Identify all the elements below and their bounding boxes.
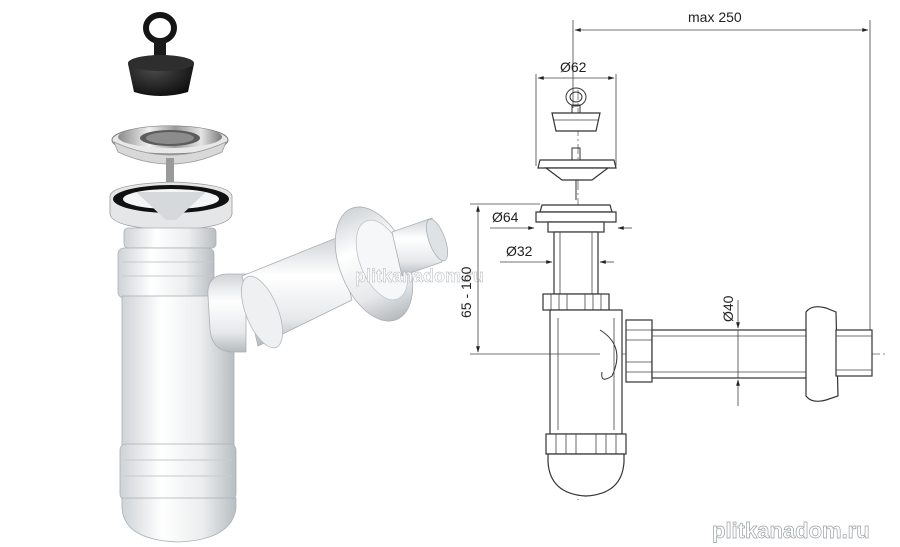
dim-outlet-diameter: Ø40 xyxy=(720,295,740,406)
drawing-upper-nut xyxy=(542,293,610,311)
outlet-pipe xyxy=(207,206,449,353)
bottom-watermark: plitkanadom.ru xyxy=(712,518,870,543)
drawing-lower-cap xyxy=(545,433,627,497)
gasket-flange xyxy=(109,181,233,231)
drawing-flange xyxy=(535,204,617,233)
center-watermark: plitkanadom.ru xyxy=(355,266,484,286)
dim-max-length: max 250 xyxy=(572,9,871,330)
dim-height-range: 65 - 160 xyxy=(458,203,600,355)
label-max-length: max 250 xyxy=(688,9,742,25)
label-tailpiece-diameter: Ø32 xyxy=(506,243,533,259)
rubber-stopper xyxy=(128,12,194,96)
dim-flange-diameter: Ø64 xyxy=(490,209,632,230)
label-flange-diameter: Ø64 xyxy=(492,209,519,225)
dim-tailpiece-diameter: Ø32 xyxy=(500,243,614,264)
label-stopper-diameter: Ø62 xyxy=(560,59,587,75)
label-outlet-diameter: Ø40 xyxy=(720,295,736,322)
drawing-strainer xyxy=(537,147,617,200)
dim-stopper-diameter: Ø62 xyxy=(535,59,617,166)
drawing-body xyxy=(549,309,623,435)
drawing-tailpiece xyxy=(553,231,599,295)
chrome-strainer xyxy=(111,125,229,192)
product-photo: plitkanadom.ru xyxy=(109,12,484,543)
technical-drawing: max 250 Ø62 Ø64 Ø32 65 - 160 xyxy=(458,9,885,500)
label-height-range: 65 - 160 xyxy=(458,266,474,318)
drawing-outlet xyxy=(625,306,873,402)
siphon-body xyxy=(117,227,237,543)
drawing-stopper xyxy=(551,87,601,132)
